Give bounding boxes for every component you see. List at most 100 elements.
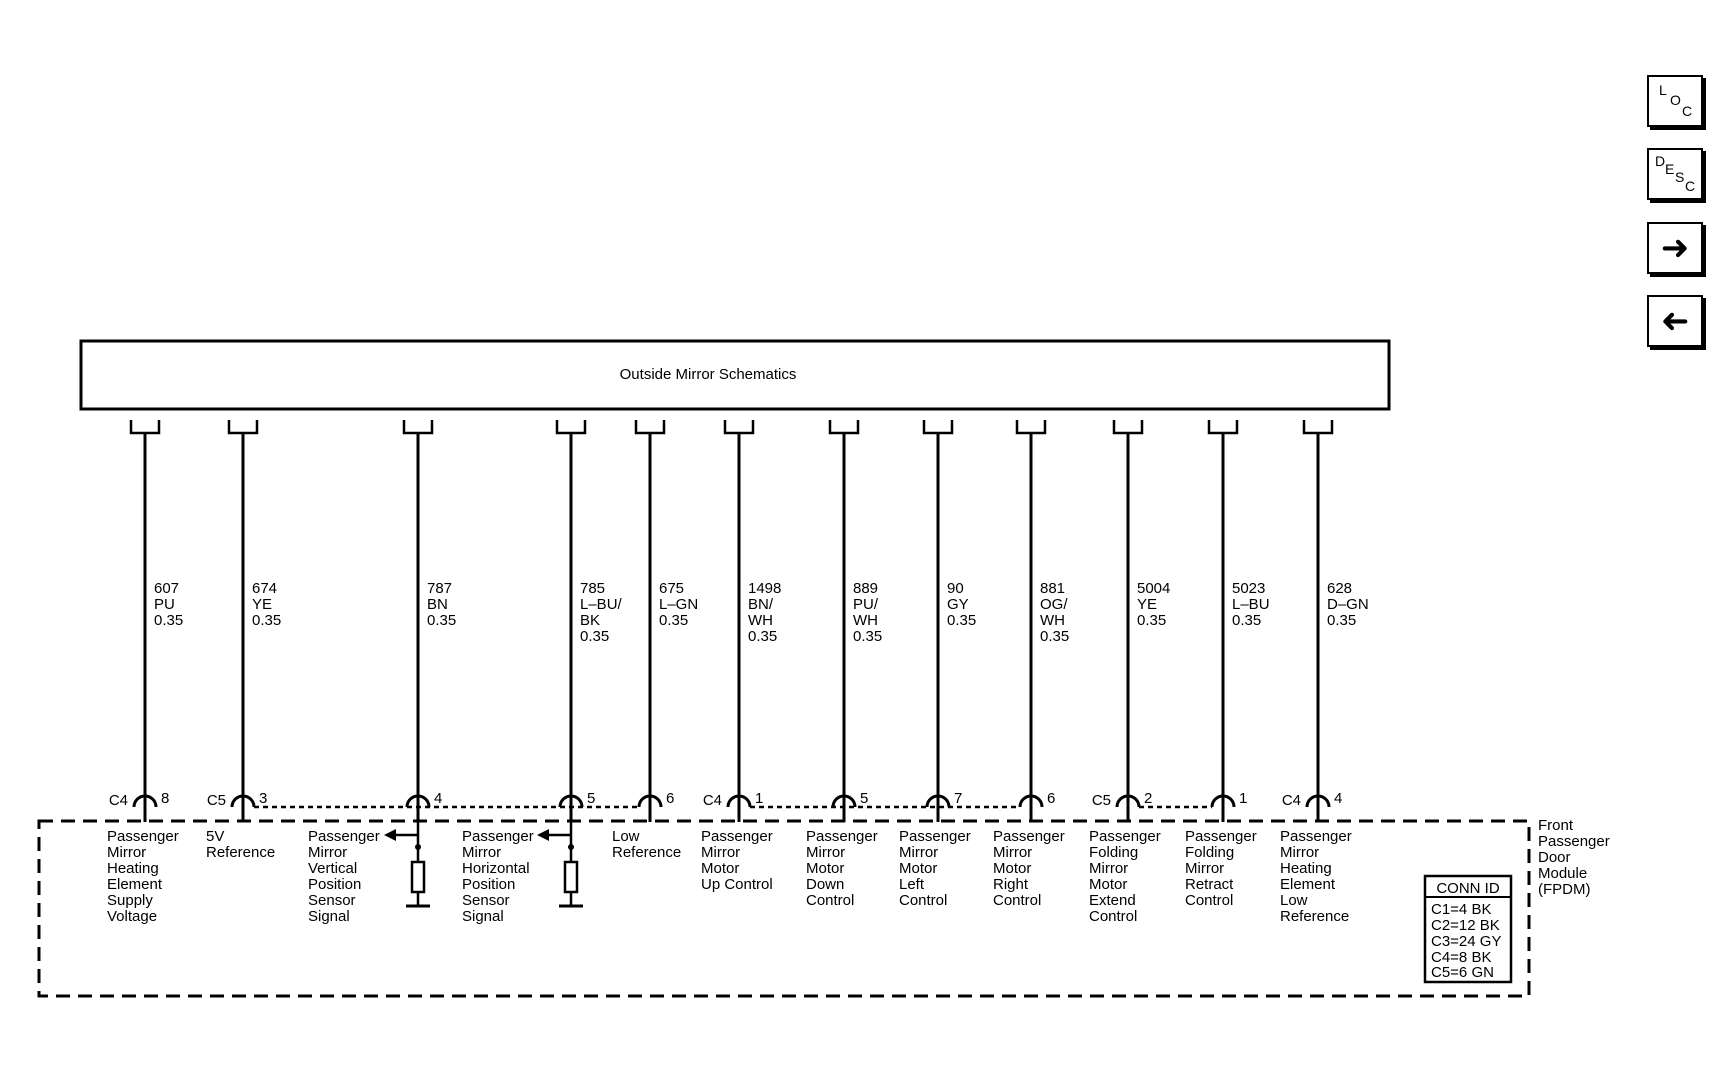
connector-socket	[1305, 794, 1331, 808]
pin-function-label: Motor	[701, 860, 739, 877]
module-name-line: Door	[1538, 849, 1571, 866]
terminal-bracket	[227, 420, 259, 435]
location-button[interactable]: L O C	[1647, 75, 1703, 127]
wire-color: BN	[427, 596, 448, 613]
pin-function-label: Mirror	[701, 844, 740, 861]
terminal-bracket	[723, 420, 755, 435]
conn-id-row: C5=6 GN	[1431, 964, 1494, 981]
connector-id: C5	[1092, 792, 1111, 809]
pin-function-label: Mirror	[1280, 844, 1319, 861]
terminal-bracket	[1302, 420, 1334, 435]
back-button[interactable]: ➜	[1647, 295, 1703, 347]
pin-function-label: Mirror	[107, 844, 146, 861]
wire-color: L–BU	[1232, 596, 1270, 613]
pin-function-label: Signal	[462, 908, 504, 925]
pin-function-label: Motor	[1089, 876, 1127, 893]
wire-color: D–GN	[1327, 596, 1369, 613]
pin-number: 5	[587, 790, 595, 807]
pin-number: 1	[1239, 790, 1247, 807]
module-name-line: Module	[1538, 865, 1587, 882]
pin-function-label: Mirror	[806, 844, 845, 861]
pin-function-label: Passenger	[462, 828, 534, 845]
pin-function-label: Left	[899, 876, 925, 893]
pin-function-label: Passenger	[1185, 828, 1257, 845]
pin-function-label: Heating	[1280, 860, 1332, 877]
pin-function-label: Folding	[1185, 844, 1234, 861]
pin-function-label: Sensor	[462, 892, 510, 909]
pin-number: 6	[1047, 790, 1055, 807]
wire-circuit-889[interactable]: 889PU/WH0.355PassengerMirrorMotorDownCon…	[806, 420, 882, 909]
circuit-number: 881	[1040, 580, 1065, 597]
wire-circuit-787[interactable]: 787BN0.354PassengerMirrorVerticalPositio…	[308, 420, 456, 925]
module-name-line: Passenger	[1538, 833, 1610, 850]
circuit-number: 5004	[1137, 580, 1170, 597]
pin-function-label: Mirror	[308, 844, 347, 861]
pin-function-label: Reference	[1280, 908, 1349, 925]
terminal-bracket	[555, 420, 587, 435]
forward-button[interactable]: ➜	[1647, 222, 1703, 274]
wire-gauge: 0.35	[1327, 612, 1356, 629]
terminal-bracket	[402, 420, 434, 435]
connector-socket	[405, 794, 431, 808]
pin-number: 3	[259, 790, 267, 807]
conn-id-table: CONN ID C1=4 BK C2=12 BK C3=24 GY C4=8 B…	[1423, 874, 1513, 984]
circuit-number: 5023	[1232, 580, 1265, 597]
pin-number: 8	[161, 790, 169, 807]
pin-function-label: Voltage	[107, 908, 157, 925]
module-name: Front Passenger Door Module (FPDM)	[1538, 817, 1610, 898]
pin-function-label: Passenger	[107, 828, 179, 845]
pin-function-label: Passenger	[1280, 828, 1352, 845]
connector-socket	[925, 794, 951, 808]
pin-function-label: Control	[806, 892, 854, 909]
wire-circuit-5023[interactable]: 5023L–BU0.351PassengerFoldingMirrorRetra…	[1185, 420, 1270, 909]
wire-circuit-881[interactable]: 881OG/WH0.356PassengerMirrorMotorRightCo…	[993, 420, 1069, 909]
pin-number: 6	[666, 790, 674, 807]
arrow-left-icon: ➜	[1660, 301, 1690, 341]
connector-socket	[1210, 794, 1236, 808]
pin-function-label: Low	[1280, 892, 1308, 909]
circuit-number: 1498	[748, 580, 781, 597]
wire-color: WH	[1040, 612, 1065, 629]
terminal-bracket	[634, 420, 666, 435]
wire-gauge: 0.35	[1137, 612, 1166, 629]
pin-function-label: Passenger	[701, 828, 773, 845]
pin-function-label: Up Control	[701, 876, 773, 893]
wire-color: YE	[252, 596, 272, 613]
sensor-symbols-group	[384, 822, 583, 908]
wire-gauge: 0.35	[659, 612, 688, 629]
pin-function-label: Mirror	[899, 844, 938, 861]
connector-socket	[558, 794, 584, 808]
wire-gauge: 0.35	[947, 612, 976, 629]
description-button[interactable]: D E S C	[1647, 148, 1703, 200]
wire-circuit-785[interactable]: 785L–BU/BK0.355PassengerMirrorHorizontal…	[462, 420, 623, 925]
desc-letter: E	[1665, 161, 1675, 177]
pin-number: 7	[954, 790, 962, 807]
arrow-right-icon: ➜	[1660, 228, 1690, 268]
connector-socket	[831, 794, 857, 808]
terminal-bracket	[1015, 420, 1047, 435]
circuit-number: 607	[154, 580, 179, 597]
pin-number: 2	[1144, 790, 1152, 807]
connector-socket	[1018, 794, 1044, 808]
pin-function-label: Element	[107, 876, 163, 893]
pin-number: 4	[434, 790, 442, 807]
pin-function-label: Sensor	[308, 892, 356, 909]
conn-id-row: C4=8 BK	[1431, 949, 1491, 966]
pin-function-label: Supply	[107, 892, 153, 909]
connector-socket	[637, 794, 663, 808]
pin-function-label: Passenger	[993, 828, 1065, 845]
wire-color: PU	[154, 596, 175, 613]
pin-function-label: Control	[1185, 892, 1233, 909]
pin-function-label: Position	[308, 876, 361, 893]
wire-gauge: 0.35	[580, 628, 609, 645]
schematic-block[interactable]	[79, 339, 1391, 411]
